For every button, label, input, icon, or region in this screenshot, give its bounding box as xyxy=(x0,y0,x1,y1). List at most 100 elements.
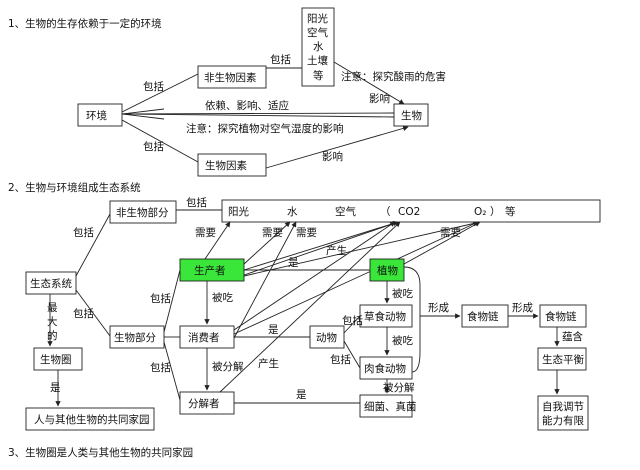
section3-title: 3、生物圈是人类与其他生物的共同家园 xyxy=(8,446,193,459)
factor-water: 水 xyxy=(313,41,324,53)
food-web-label: 食物链 xyxy=(545,310,577,323)
biotic-factor-box xyxy=(197,153,267,177)
self-regulation-line-1: 自我调节 xyxy=(542,400,584,413)
consumer-label: 消费者 xyxy=(188,331,220,344)
need-label-1: 需要 xyxy=(195,227,216,239)
biotic-part-label: 生物部分 xyxy=(114,331,156,344)
environment-label: 环境 xyxy=(86,109,107,122)
self-regulation-box xyxy=(537,395,589,431)
env-factors-box xyxy=(221,199,601,223)
include-herbivore-label: 包括 xyxy=(342,314,363,327)
biosphere-label: 生物圈 xyxy=(40,353,72,366)
env-water: 水 xyxy=(287,206,298,218)
organism-label: 生物 xyxy=(401,109,422,122)
food-web-box xyxy=(539,304,587,328)
decompose-label-1: 被分解 xyxy=(212,360,244,373)
producer-o2-link xyxy=(243,221,481,277)
note-acid-rain: 注意：探究酸雨的危害 xyxy=(341,70,446,83)
environment-box xyxy=(77,103,123,127)
abiotic-part-label: 非生物部分 xyxy=(116,206,169,219)
include-abiotic-part-label: 包括 xyxy=(73,226,94,239)
consumer-need-o2-arrow xyxy=(233,221,479,335)
animal-to-carnivore-line xyxy=(343,340,361,369)
abiotic-part-box xyxy=(109,200,177,224)
plant-label: 植物 xyxy=(377,264,398,277)
relation-label: 依赖、影响、适应 xyxy=(205,99,289,112)
include-abiotic-label: 包括 xyxy=(143,80,164,93)
producer-need-water-arrow xyxy=(243,221,291,265)
env-sun: 阳光 xyxy=(228,205,249,218)
largest-char-1: 最 xyxy=(47,302,58,314)
ecosystem-box xyxy=(25,271,77,295)
producer-need-sun-arrow xyxy=(204,221,231,260)
is-animal-label: 是 xyxy=(268,324,279,336)
env-paren-open: （ xyxy=(380,206,391,218)
section1-title: 1、生物的生存依赖于一定的环境 xyxy=(8,17,162,30)
env-to-biotic-line xyxy=(121,119,199,163)
producer-co2-link xyxy=(243,221,399,276)
influence-label-2: 影响 xyxy=(322,150,343,163)
note-humidity: 注意：探究植物对空气湿度的影响 xyxy=(186,122,344,135)
include-producer-label: 包括 xyxy=(150,292,171,305)
env-to-abiotic-line xyxy=(121,73,199,113)
balance-box xyxy=(537,347,587,371)
producer-label: 生产者 xyxy=(194,264,226,277)
need-label-3: 需要 xyxy=(296,227,317,239)
contain-label: 蕴含 xyxy=(562,330,583,343)
decompose-label-2: 被分解 xyxy=(383,381,415,394)
form-label-2: 形成 xyxy=(512,302,533,314)
include-biotic-label: 包括 xyxy=(143,140,164,153)
env-etc: 等 xyxy=(505,205,516,218)
form-label-1: 形成 xyxy=(428,302,449,314)
include-factors-label: 包括 xyxy=(270,53,291,66)
env-co2: CO2 xyxy=(398,206,420,218)
plant-produce-o2-arrow xyxy=(403,221,481,265)
influence-label-1: 影响 xyxy=(369,92,390,105)
home-box xyxy=(25,407,155,431)
biotic-influence-arrow xyxy=(265,125,409,169)
factors-influence-arrow xyxy=(333,61,405,105)
producer-need-co2-arrow xyxy=(243,220,399,271)
balance-label: 生态平衡 xyxy=(542,353,584,366)
ecosystem-to-abiotic-line xyxy=(75,213,111,277)
env-organism-line-bottom xyxy=(121,113,395,118)
decomposer-label: 分解者 xyxy=(188,397,220,410)
include-decomposer-label: 包括 xyxy=(150,361,171,374)
need-label-4: 需要 xyxy=(440,227,461,239)
env-paren-close: ） xyxy=(490,206,501,218)
include-env-label: 包括 xyxy=(186,196,207,209)
ecosystem-label: 生态系统 xyxy=(30,277,72,290)
consumer-need-water-arrow xyxy=(233,221,297,339)
factor-soil: 土壤 xyxy=(307,54,328,67)
eaten-label-1: 被吃 xyxy=(212,291,233,304)
largest-char-3: 的 xyxy=(47,329,58,342)
fungi-label: 细菌、真菌 xyxy=(364,400,417,413)
ecosystem-to-biotic-line xyxy=(75,289,111,337)
env-air: 空气 xyxy=(335,205,356,218)
eaten-label-2: 被吃 xyxy=(392,287,413,300)
factors-box xyxy=(301,7,335,87)
produce-label-2: 产生 xyxy=(258,357,279,370)
self-regulation-line-2: 能力有限 xyxy=(542,414,584,427)
animal-to-herbivore-line xyxy=(343,315,361,334)
include-carnivore-label: 包括 xyxy=(330,353,351,366)
factor-etc: 等 xyxy=(313,69,324,82)
abiotic-factor-label: 非生物因素 xyxy=(204,71,257,84)
factor-air: 空气 xyxy=(307,26,328,39)
is-plant-label: 是 xyxy=(288,257,299,269)
env-organism-wedge xyxy=(121,108,165,120)
carnivore-label: 肉食动物 xyxy=(364,362,406,375)
home-label: 人与其他生物的共同家园 xyxy=(34,413,150,426)
env-organism-line-top xyxy=(121,112,395,115)
need-label-2: 需要 xyxy=(262,227,283,239)
eaten-label-3: 被吃 xyxy=(392,334,413,347)
factor-sun: 阳光 xyxy=(307,12,328,25)
largest-char-2: 大 xyxy=(47,315,58,328)
food-chain-label: 食物链 xyxy=(467,310,499,323)
biotic-factor-label: 生物因素 xyxy=(205,159,247,172)
include-biotic-part-label: 包括 xyxy=(73,307,94,320)
decomposer-need-arrow xyxy=(219,221,401,393)
organism-box xyxy=(393,103,429,127)
is-fungi-label: 是 xyxy=(296,389,307,401)
